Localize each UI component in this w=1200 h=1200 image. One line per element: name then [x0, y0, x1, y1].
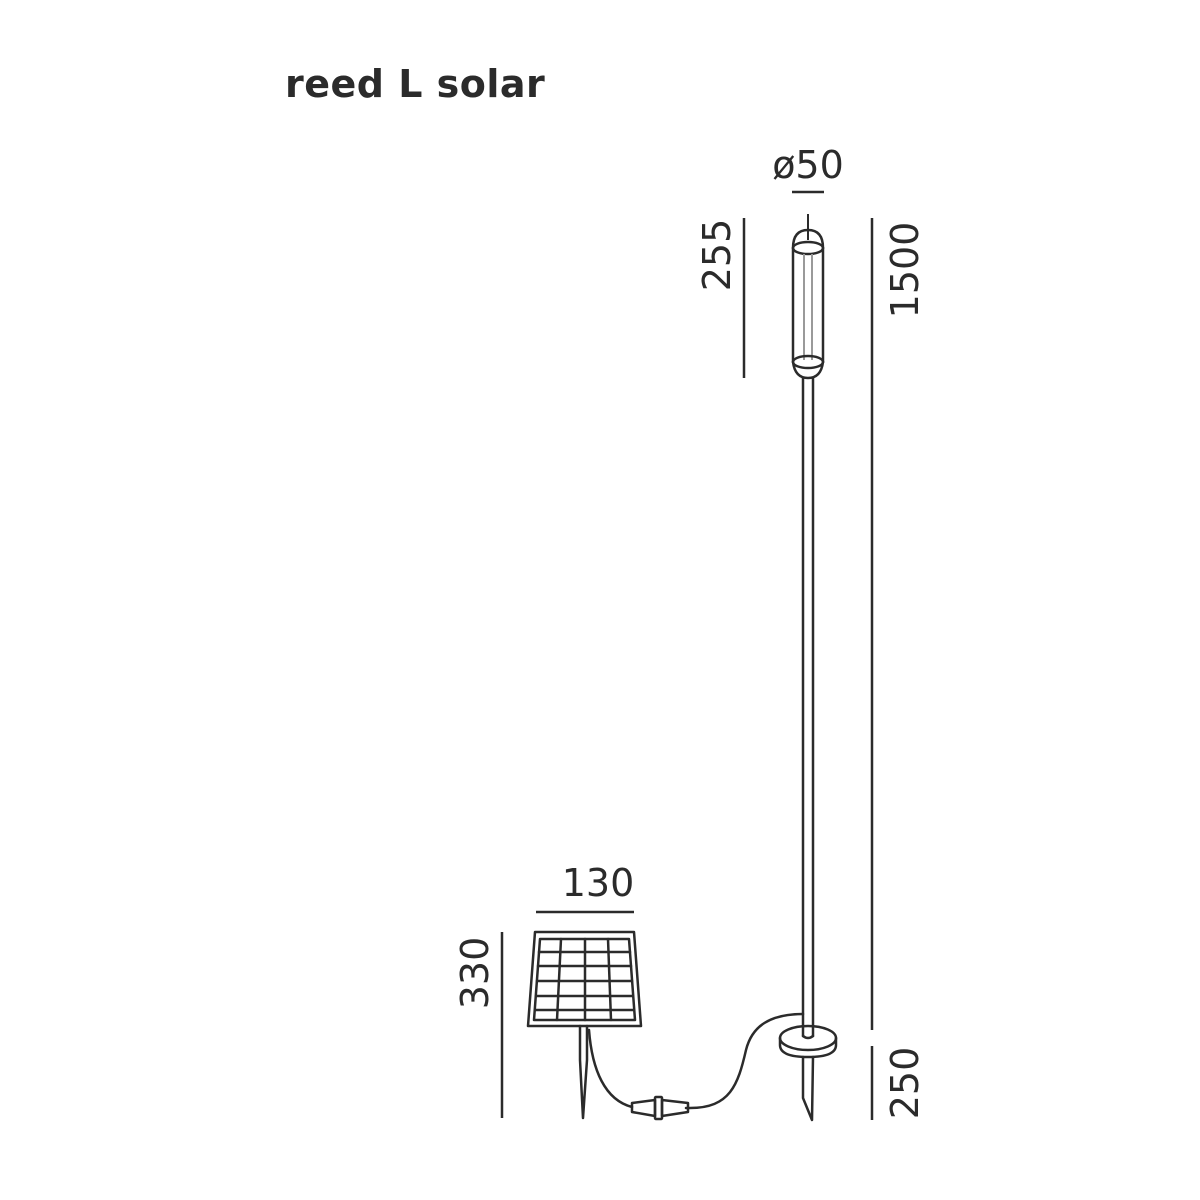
lamp-pole	[801, 376, 815, 1040]
head-height-label: 255	[695, 219, 739, 292]
panel-height-label: 330	[453, 937, 497, 1010]
cable-panel	[587, 1028, 634, 1109]
ground-disc	[778, 1024, 838, 1059]
total-height-label: 1500	[883, 222, 927, 319]
panel-ground-spike	[578, 1024, 589, 1120]
lamp-ground-spike	[801, 1055, 815, 1122]
product-title: reed L solar	[285, 62, 546, 106]
cable-lamp	[684, 1012, 805, 1110]
cable-connector	[630, 1095, 690, 1121]
panel-width-label: 130	[562, 861, 635, 905]
solar-panel	[526, 930, 643, 1028]
head-diameter-label: ø50	[772, 143, 844, 187]
spike-length-label: 250	[883, 1047, 927, 1120]
lamp-head	[791, 214, 825, 380]
